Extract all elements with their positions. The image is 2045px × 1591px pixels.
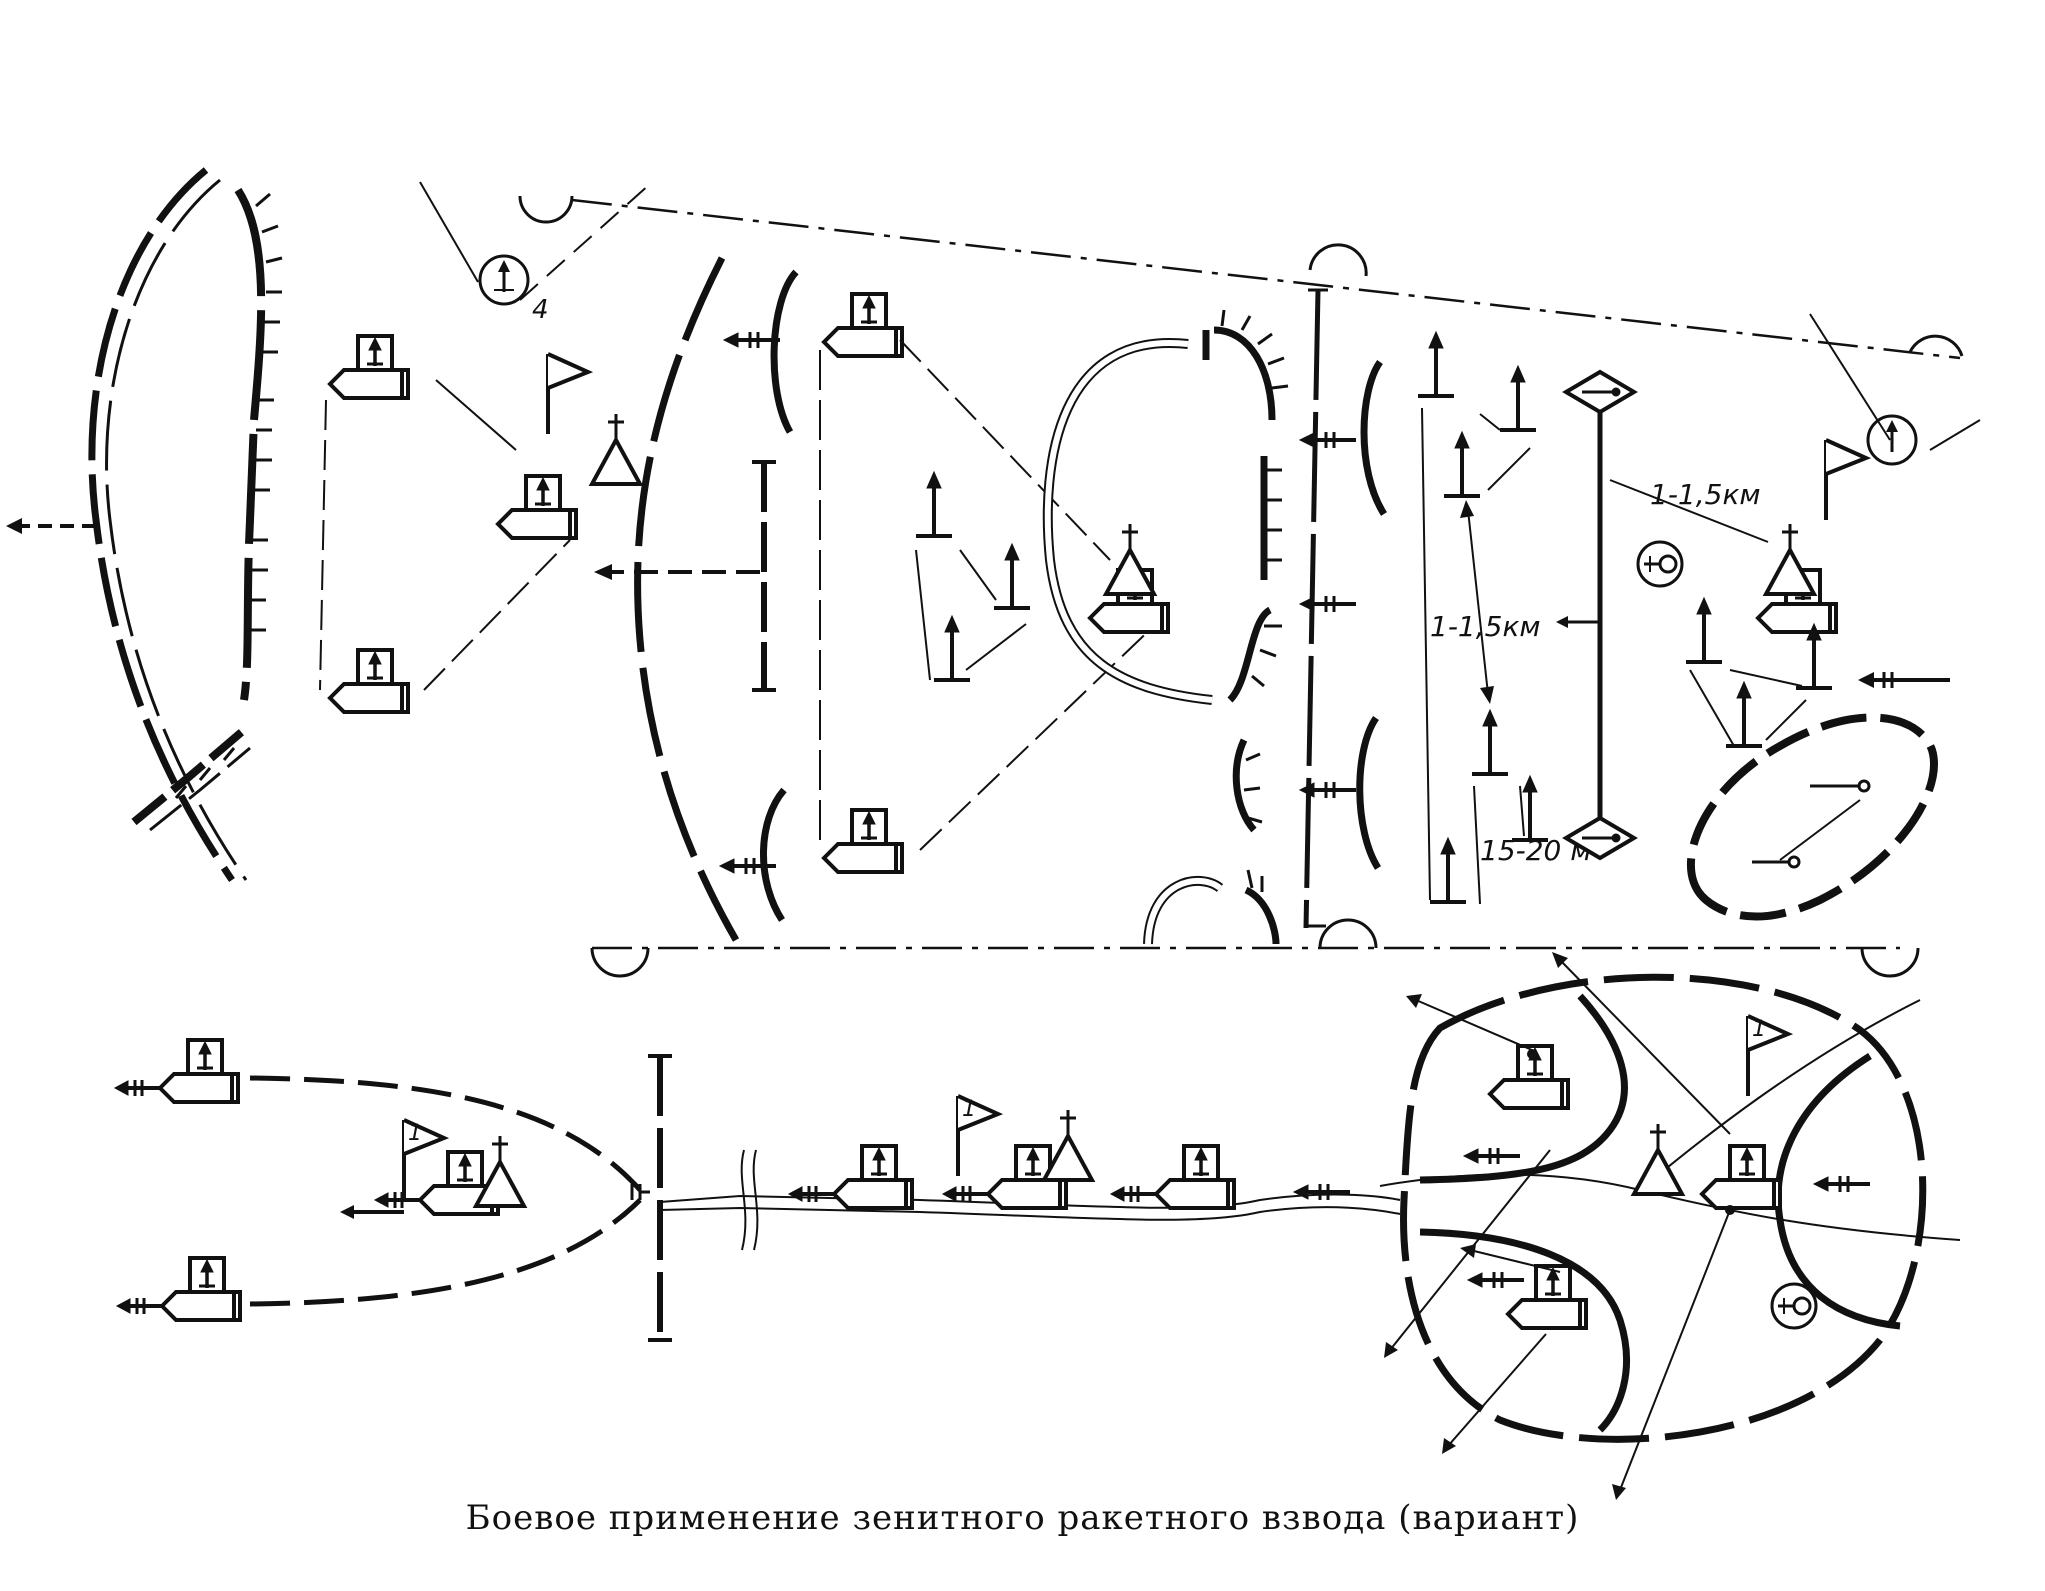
bracket-lower xyxy=(760,787,787,922)
command-post-right xyxy=(1764,522,1816,596)
sector-ray-3 xyxy=(1809,313,1891,441)
figure-caption: Боевое применение зенитного ракетного вз… xyxy=(465,1498,1580,1538)
launcher-column-3 xyxy=(1111,1146,1234,1208)
post-right-2 xyxy=(1498,364,1538,432)
command-post-left xyxy=(590,412,642,486)
launcher-column-1 xyxy=(789,1146,912,1208)
top-diagram: 4 xyxy=(6,167,1981,978)
trench-left-inner xyxy=(234,187,266,701)
defense-arc-main xyxy=(634,256,740,942)
bracket-upper xyxy=(770,269,799,434)
launcher-oval-bottom xyxy=(1506,1264,1588,1330)
dashed-oval xyxy=(1686,713,1938,921)
inner-trench-lower xyxy=(1419,1228,1630,1433)
boundary-scallop-5 xyxy=(1318,918,1378,949)
boundary-scallop-4 xyxy=(590,947,650,978)
flag-number-oval: 1 xyxy=(1752,1017,1766,1042)
trench-center-1 xyxy=(1213,326,1276,421)
post-right-5 xyxy=(1510,774,1550,842)
flag-left xyxy=(546,352,590,436)
command-post-center xyxy=(1104,522,1156,596)
radar-circle-bottom xyxy=(1770,1282,1818,1330)
launcher-left-bottom xyxy=(328,648,410,714)
post-right-6 xyxy=(1428,836,1468,904)
sector-number: 4 xyxy=(532,295,549,325)
road-break xyxy=(740,1149,759,1251)
post-right-7 xyxy=(1684,596,1724,664)
bracket-right-2 xyxy=(1356,716,1382,870)
trench-teeth-left xyxy=(250,192,283,632)
command-post-oval xyxy=(1632,1122,1684,1196)
diamond-marker-top xyxy=(1562,369,1638,415)
sector-marker-circle xyxy=(478,254,530,306)
diamond-marker-bottom xyxy=(1562,815,1638,861)
post-mid-3 xyxy=(932,614,972,682)
sector-ray-2 xyxy=(519,183,651,301)
launcher-left-mid xyxy=(496,474,578,540)
post-right-1 xyxy=(1416,330,1456,398)
post-right-4 xyxy=(1470,708,1510,776)
distance-arrow xyxy=(1467,509,1489,695)
launcher-left-top xyxy=(328,334,410,400)
boundary-scallop-6 xyxy=(1860,947,1920,978)
launcher-bottom-left-top xyxy=(115,1040,238,1102)
radar-circle-top xyxy=(1636,540,1684,588)
boundary-scallop-3 xyxy=(1908,334,1964,357)
launcher-mid-top xyxy=(822,292,904,358)
boundary-scallop-2 xyxy=(1308,243,1368,277)
envelope-lower xyxy=(249,1198,642,1307)
sector-marker-circle-right xyxy=(1866,414,1918,466)
flag-right xyxy=(1824,438,1868,522)
firing-area-oval xyxy=(1400,973,1927,1443)
boundary-scallop-1 xyxy=(518,195,574,224)
post-right-3 xyxy=(1442,430,1482,498)
launcher-bottom-left-low xyxy=(117,1258,240,1320)
post-mid-2 xyxy=(992,542,1032,610)
flag-number-left: 1 xyxy=(408,1121,422,1146)
post-mid-1 xyxy=(914,470,954,538)
launcher-mid-bottom xyxy=(822,808,904,874)
trench-left-outer xyxy=(88,167,235,882)
trench-left-branch xyxy=(131,726,247,826)
boundary-top-upper xyxy=(571,198,1961,360)
post-right-9 xyxy=(1724,680,1764,748)
bracket-right-1 xyxy=(1360,359,1387,516)
trench-center-4 xyxy=(1232,738,1257,833)
envelope-upper xyxy=(249,1075,642,1192)
distance-label-inner: 1-1,5км xyxy=(1430,610,1540,643)
trench-center-3 xyxy=(1227,606,1273,703)
sector-ray-1 xyxy=(419,181,479,283)
distance-label-outer: 1-1,5км xyxy=(1650,478,1760,511)
sector-ray-4 xyxy=(1929,419,1981,451)
road-arc-small xyxy=(1143,876,1224,945)
bottom-diagram xyxy=(115,952,1961,1500)
flag-number-column: 1 xyxy=(962,1097,976,1122)
trench-left-outer-2 xyxy=(105,178,248,881)
launcher-oval-right xyxy=(1700,1144,1782,1210)
inner-trench-upper xyxy=(1419,993,1628,1184)
trench-center-5 xyxy=(1244,886,1280,945)
